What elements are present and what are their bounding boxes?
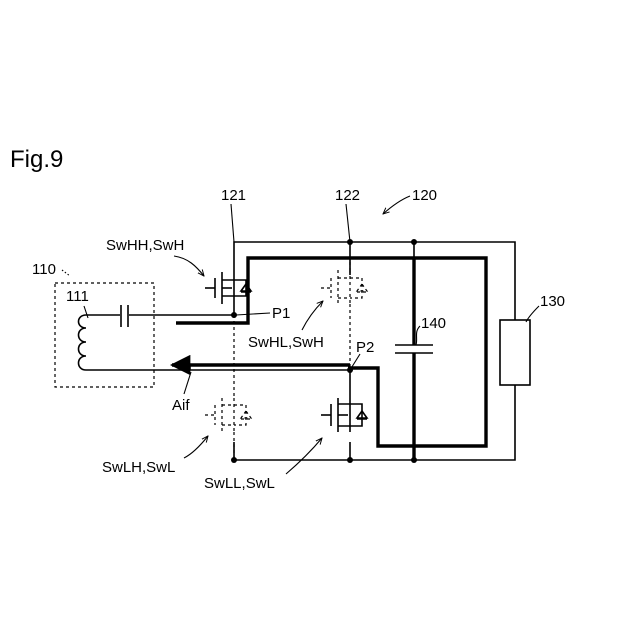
- ref-label-130: 130: [540, 293, 565, 310]
- junction-dot: [347, 457, 353, 463]
- node-label-p1: P1: [272, 305, 290, 322]
- leader-aif: [184, 372, 191, 394]
- junction-dot: [411, 239, 417, 245]
- ref-label-122: 122: [335, 187, 360, 204]
- switch-label-swlh: SwLH,SwL: [102, 459, 175, 476]
- figure-title: Fig.9: [10, 146, 63, 173]
- leader-122: [346, 204, 350, 242]
- switch-swlh: [205, 398, 251, 432]
- leader-120: [383, 196, 410, 214]
- ref-label-120: 120: [412, 187, 437, 204]
- leader-swhl: [302, 301, 323, 330]
- ref-label-121: 121: [221, 187, 246, 204]
- switch-swll: [321, 370, 367, 432]
- leader-121: [231, 204, 234, 242]
- leader-swlh: [184, 436, 208, 458]
- current-label-aif: Aif: [172, 397, 190, 414]
- leader-140: [416, 326, 420, 345]
- ref-label-140: 140: [421, 315, 446, 332]
- coil-111: [79, 315, 99, 370]
- switch-swhh: [205, 272, 251, 315]
- junction-dot: [347, 367, 353, 373]
- switch-label-swhh: SwHH,SwH: [106, 237, 184, 254]
- leader-111: [84, 306, 88, 318]
- switch-label-swll: SwLL,SwL: [204, 475, 275, 492]
- leader-swhh: [174, 256, 204, 276]
- junction-dot: [231, 312, 237, 318]
- junction-dot: [231, 457, 237, 463]
- ref-label-111: 111: [66, 288, 89, 305]
- leader-swll: [286, 438, 322, 474]
- ref-label-110: 110: [32, 261, 56, 278]
- leader-110: [62, 270, 70, 276]
- junction-dot: [347, 239, 353, 245]
- negative-rail: [234, 385, 515, 460]
- switch-label-swhl: SwHL,SwH: [248, 334, 324, 351]
- load-130: [500, 320, 530, 385]
- node-label-p2: P2: [356, 339, 374, 356]
- leader-p1: [236, 313, 270, 315]
- smoothing-capacitor-140: [395, 345, 433, 353]
- switch-swhl: [321, 270, 367, 304]
- junction-dot: [411, 457, 417, 463]
